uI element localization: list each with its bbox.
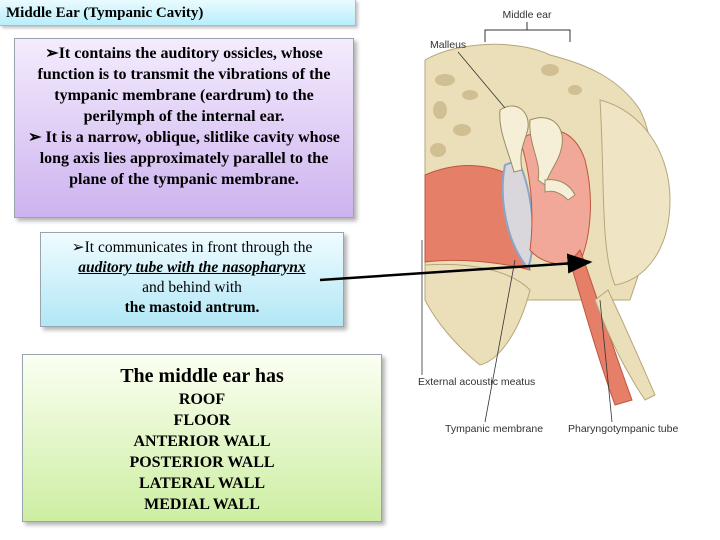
tube-cartilage xyxy=(594,289,656,401)
malleus-ossicle xyxy=(499,105,529,173)
communicates-text: It communicates in front through the xyxy=(84,239,313,256)
bullet-ossicles: ➢It contains the auditory ossicles, whos… xyxy=(21,43,347,127)
ossicles-info-box: ➢It contains the auditory ossicles, whos… xyxy=(14,38,354,218)
inner-ear-bone xyxy=(599,99,671,286)
bullet-slitlike-cavity: ➢ It is a narrow, oblique, slitlike cavi… xyxy=(21,127,347,190)
wall-item-roof: ROOF xyxy=(178,391,226,408)
auditory-tube-emphasis: auditory tube with the nasopharynx xyxy=(78,259,306,276)
slitlike-cavity-text: It is a narrow, oblique, slitlike cavity… xyxy=(39,129,340,188)
lower-bone xyxy=(424,263,531,366)
walls-list-box: The middle ear has ROOF FLOOR ANTERIOR W… xyxy=(22,354,382,522)
wall-item-medial: MEDIAL WALL xyxy=(144,496,260,513)
pharyngotympanic-tube xyxy=(569,249,633,406)
wall-item-anterior: ANTERIOR WALL xyxy=(133,433,271,450)
stapes-ossicle xyxy=(544,179,576,201)
wall-item-posterior: POSTERIOR WALL xyxy=(129,454,275,471)
behind-with-text: and behind with xyxy=(142,279,242,296)
middle-ear-bracket xyxy=(484,22,571,42)
walls-heading: The middle ear has xyxy=(120,365,284,387)
label-malleus: Malleus xyxy=(430,39,466,51)
label-tympanic-membrane: Tympanic membrane xyxy=(445,423,543,435)
wall-item-floor: FLOOR xyxy=(173,412,231,429)
ossicles-text: It contains the auditory ossicles, whose… xyxy=(37,45,331,125)
label-pharyngotympanic-tube: Pharyngotympanic tube xyxy=(568,423,678,435)
label-middle-ear: Middle ear xyxy=(502,9,552,21)
bullet-arrow-icon: ➢ xyxy=(45,45,59,62)
label-external-acoustic-meatus: External acoustic meatus xyxy=(418,376,535,388)
slide-title: Middle Ear (Tympanic Cavity) xyxy=(0,0,356,26)
bullet-arrow-icon: ➢ xyxy=(71,239,85,256)
leader-pharyngotympanic-tube xyxy=(599,299,613,423)
wall-item-lateral: LATERAL WALL xyxy=(138,475,266,492)
incus-ossicle xyxy=(529,117,563,186)
mastoid-antrum-text: the mastoid antrum. xyxy=(124,299,260,316)
leader-tympanic-membrane xyxy=(484,259,516,423)
leader-malleus xyxy=(457,51,506,109)
bullet-arrow-icon: ➢ xyxy=(28,129,42,146)
communication-info-box: ➢It communicates in front through the au… xyxy=(40,232,344,327)
middle-ear-anatomy-illustration: Middle ear Malleus External acoustic mea… xyxy=(418,9,678,435)
